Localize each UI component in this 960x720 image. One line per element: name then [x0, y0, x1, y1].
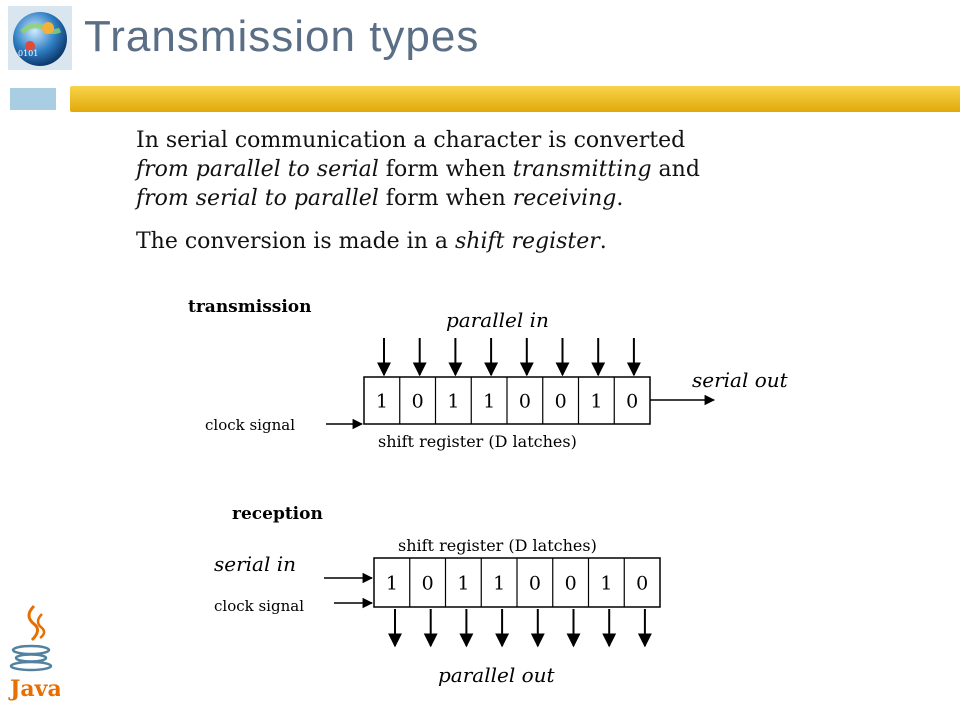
serial-in-label: serial in	[214, 552, 296, 576]
serial-out-label: serial out	[692, 368, 789, 392]
reception-cell-bit: 0	[636, 573, 648, 595]
text-run: transmitting	[512, 157, 652, 182]
transmission-cell-bit: 1	[483, 391, 495, 413]
transmission-cell-bit: 1	[447, 391, 459, 413]
text-run: from parallel to serial	[136, 157, 379, 182]
transmission-cell-bit: 0	[412, 391, 424, 413]
intro-line-1: In serial communication a character is c…	[136, 128, 686, 153]
text-run: and	[651, 157, 700, 182]
transmission-cell-bit: 0	[626, 391, 638, 413]
text-run: form when	[378, 186, 513, 211]
reception-clock-label: clock signal	[214, 597, 304, 615]
intro-line-2: from parallel to serial form when transm…	[136, 155, 700, 184]
transmission-cell-bit: 0	[555, 391, 567, 413]
reception-cell-bit: 1	[493, 573, 505, 595]
parallel-in-label: parallel in	[446, 308, 549, 332]
text-run: shift register	[455, 229, 600, 254]
reception-cell-bit: 1	[457, 573, 469, 595]
intro-line-3: from serial to parallel form when receiv…	[136, 184, 700, 213]
header-accent-bar	[10, 88, 56, 110]
reception-heading: reception	[232, 504, 323, 524]
transmission-cell-bit: 1	[376, 391, 388, 413]
transmission-heading: transmission	[188, 297, 312, 317]
reception-register-cells: 1 0 1 1 0 0 1 0	[386, 558, 648, 607]
reception-cell-bit: 0	[422, 573, 434, 595]
reception-cell-bit: 0	[565, 573, 577, 595]
text-run: form when	[378, 157, 513, 182]
svg-text:0101: 0101	[18, 49, 38, 58]
parallel-out-arrows	[388, 609, 652, 648]
java-logo-text: Java	[8, 676, 60, 702]
text-run: The conversion is made in a	[136, 229, 455, 254]
intro-paragraph: In serial communication a character is c…	[136, 126, 700, 213]
page-title: Transmission types	[84, 12, 480, 61]
text-run: receiving	[512, 186, 617, 211]
reception-cell-bit: 1	[386, 573, 398, 595]
transmission-clock-label: clock signal	[205, 416, 295, 434]
text-run: from serial to parallel	[136, 186, 379, 211]
header-rule-bar	[70, 86, 960, 112]
reception-register-label: shift register (D latches)	[398, 536, 597, 555]
transmission-cell-bit: 1	[590, 391, 602, 413]
parallel-out-label: parallel out	[438, 663, 556, 687]
transmission-cell-bit: 0	[519, 391, 531, 413]
transmission-register-cells: 1 0 1 1 0 0 1 0	[376, 377, 638, 424]
reception-cell-bit: 1	[600, 573, 612, 595]
conversion-paragraph: The conversion is made in a shift regist…	[136, 227, 607, 256]
text-run: .	[599, 229, 607, 254]
java-logo-icon: Java	[8, 604, 60, 702]
reception-cell-bit: 0	[529, 573, 541, 595]
text-run: .	[616, 186, 624, 211]
parallel-in-arrows	[377, 338, 641, 377]
globe-logo-icon: 0101	[8, 6, 72, 70]
transmission-register-label: shift register (D latches)	[378, 432, 577, 451]
